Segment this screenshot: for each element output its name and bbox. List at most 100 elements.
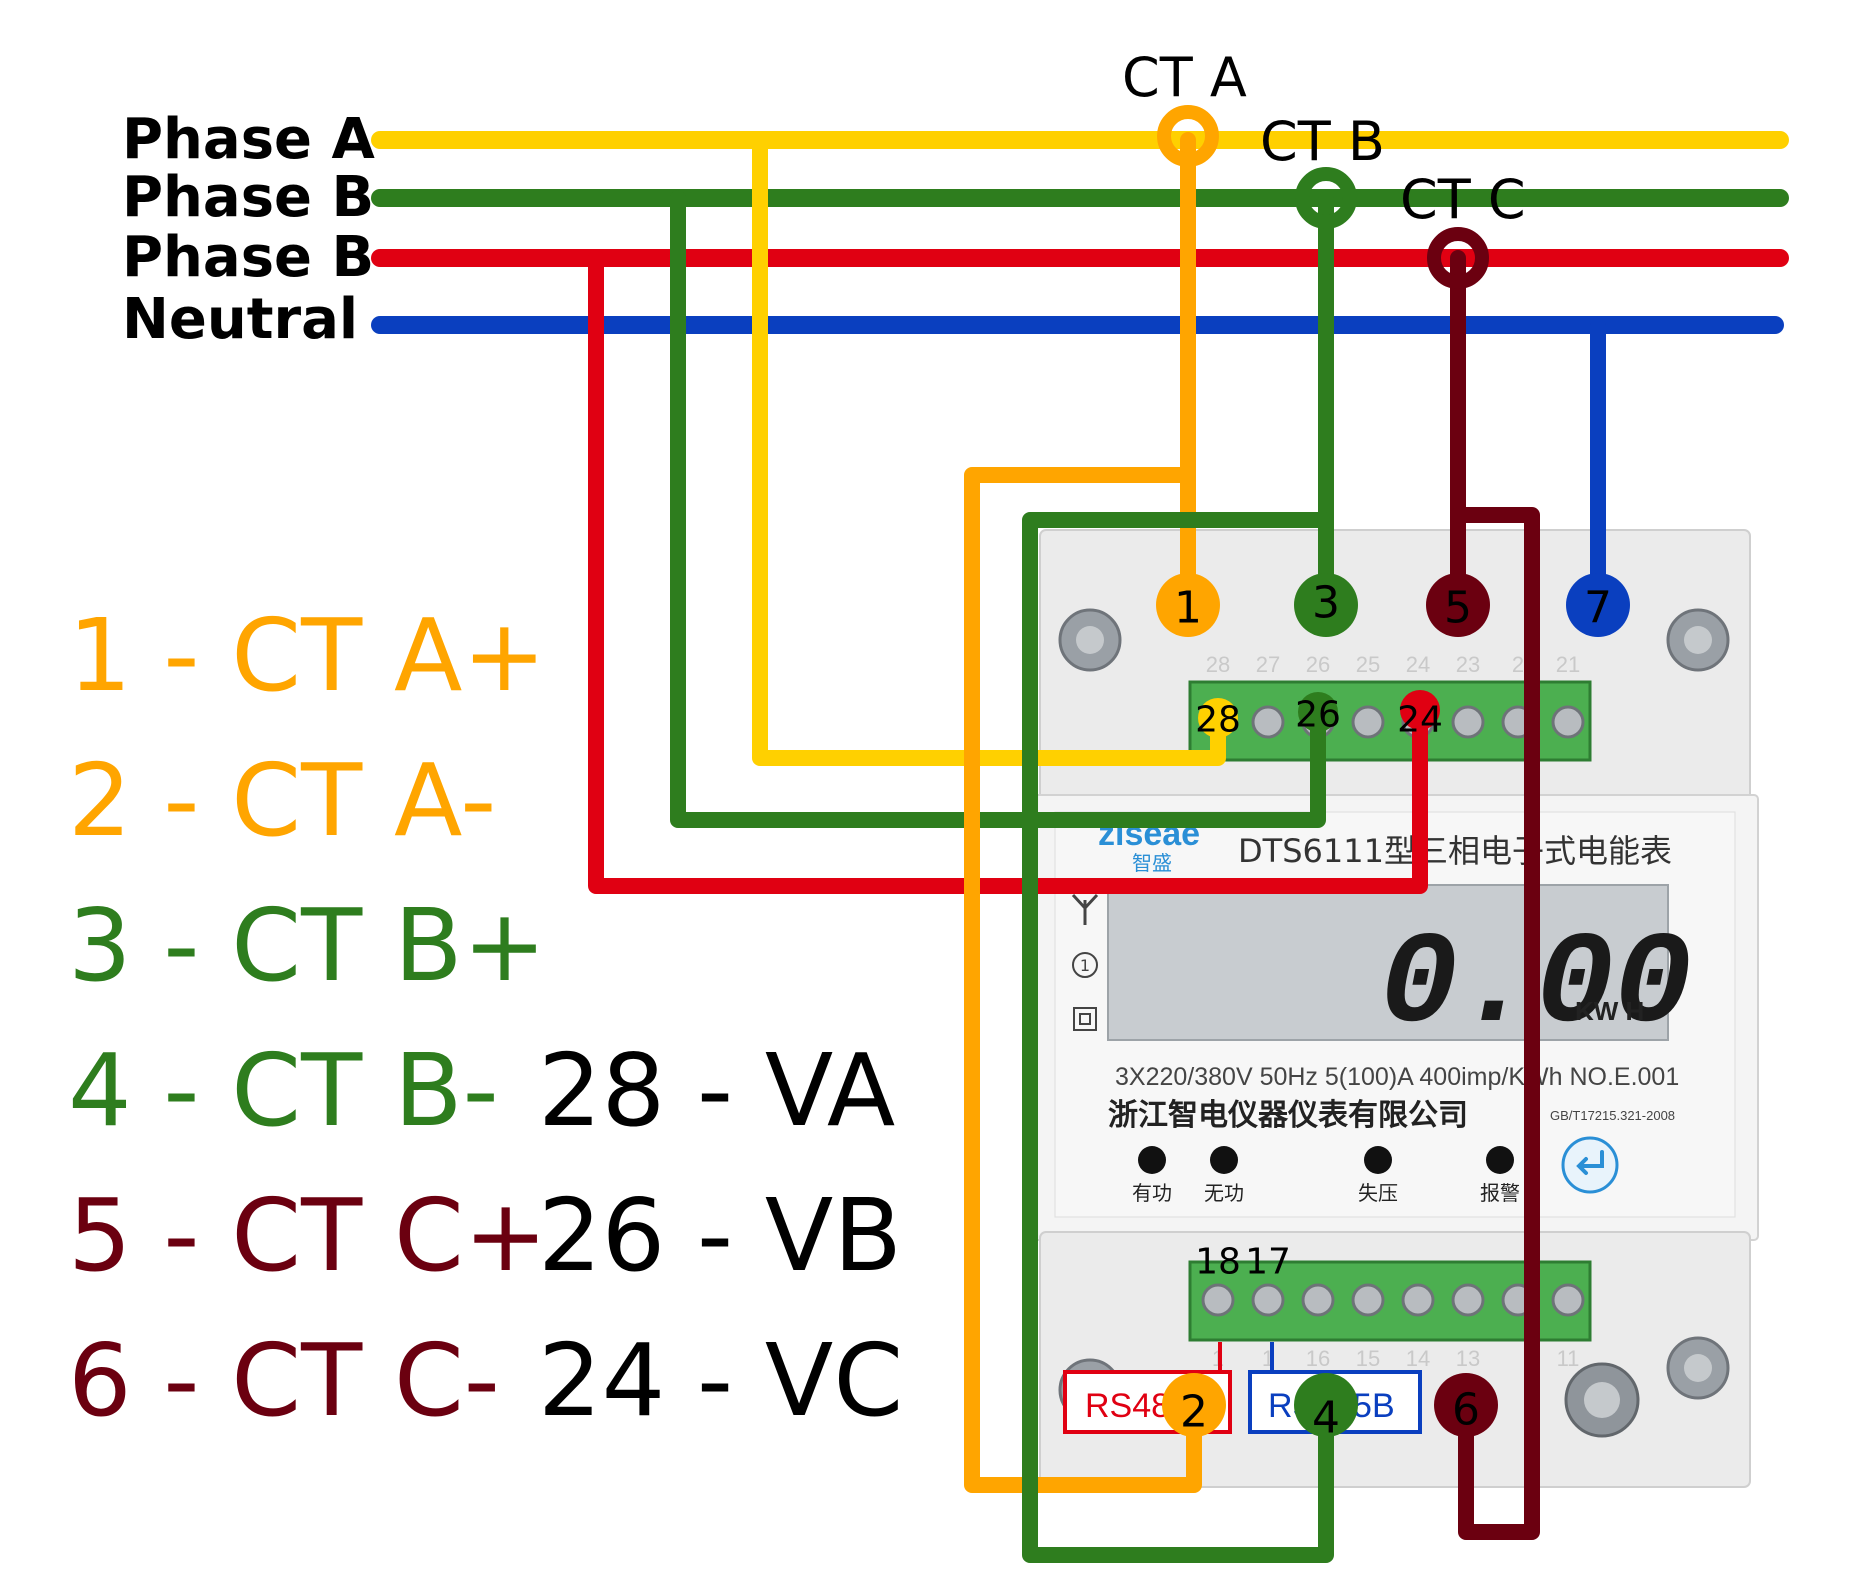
- terminal-4-number: 4: [1312, 1393, 1340, 1444]
- terminal-screw: [1451, 705, 1485, 739]
- strip-number: 18: [1195, 1242, 1241, 1283]
- phase-c-label: Phase B: [122, 225, 374, 290]
- terminal-2: [1162, 1373, 1226, 1437]
- terminals-bottom: 2 4 6: [1162, 1373, 1498, 1444]
- terminal-2-number: 2: [1180, 1387, 1208, 1438]
- terminal-5-number: 5: [1444, 583, 1472, 634]
- screw-top-right: [1666, 608, 1730, 672]
- ct-rings: [1157, 105, 1489, 289]
- strip-number: 28: [1195, 700, 1241, 741]
- neutral-label: Neutral: [122, 287, 358, 352]
- phase-b-label: Phase B: [122, 165, 374, 230]
- indicator-label: 无功: [1204, 1181, 1244, 1205]
- indicator-active: [1138, 1146, 1166, 1174]
- meter-model: DTS6111型三相电子式电能表: [1238, 832, 1672, 870]
- terminal-3-number: 3: [1312, 578, 1340, 629]
- terminal-screw: [1451, 1283, 1485, 1317]
- faint-strip-number: 21: [1556, 652, 1580, 677]
- strip-tag-26: [1298, 692, 1338, 732]
- legend-voltage-item: 24 - VC: [538, 1322, 903, 1439]
- strip-tag-28: [1198, 698, 1238, 738]
- ct-b-wire-loop: [1022, 512, 1334, 1563]
- ct-b-label: CT B: [1260, 110, 1385, 173]
- terminal-screw: [1351, 705, 1385, 739]
- terminal-1-number: 1: [1174, 583, 1202, 634]
- ct-a-wire-loop: [964, 467, 1202, 1493]
- legend-ct-item: 2 - CT A-: [68, 742, 496, 859]
- terminal-screw: [1351, 1283, 1385, 1317]
- strip-number: 24: [1397, 700, 1443, 741]
- indicator-label: 报警: [1480, 1181, 1520, 1205]
- phase-a-label: Phase A: [122, 107, 376, 172]
- lcd-unit: KW H: [1575, 996, 1644, 1026]
- screw-bottom-right: [1666, 1336, 1730, 1400]
- terminal-6-number: 6: [1452, 1385, 1480, 1436]
- faint-strip-number: 27: [1256, 652, 1280, 677]
- ct-labels: CT A CT B CT C: [1122, 46, 1526, 231]
- faint-strip-number: 14: [1406, 1346, 1430, 1371]
- voltage-wire-vc: [588, 250, 1428, 894]
- voltage-wire-vb: [670, 190, 1326, 828]
- ct-c-wire-loop: [1450, 507, 1540, 1540]
- svg-text:1: 1: [1080, 956, 1090, 975]
- terminal-screw: [1251, 1283, 1285, 1317]
- faint-strip-number: 16: [1306, 1346, 1330, 1371]
- indicator-label: 失压: [1358, 1181, 1398, 1205]
- legend: 1 - CT A+ 2 - CT A- 3 - CT B+ 4 - CT B- …: [68, 597, 903, 1439]
- faint-strip-number: 2: [1512, 652, 1524, 677]
- faint-strip-number: 11: [1557, 1346, 1580, 1371]
- legend-ct-item: 5 - CT C+: [68, 1177, 548, 1294]
- main-lines: [371, 131, 1789, 334]
- faint-strip-number: 23: [1456, 652, 1480, 677]
- terminal-1: [1156, 573, 1220, 637]
- terminal-3: [1294, 573, 1358, 637]
- lcd-display: [1107, 884, 1669, 1041]
- circle-one-icon: 1: [1072, 952, 1098, 978]
- screw-bottom-big: [1564, 1362, 1640, 1438]
- terminal-screw: [1251, 705, 1285, 739]
- legend-voltage-item: 26 - VB: [538, 1177, 902, 1294]
- meter-brand-cn: 智盛: [1132, 851, 1172, 875]
- faint-strip-number: 24: [1406, 652, 1430, 677]
- antenna-icon: [1071, 893, 1099, 925]
- faint-strip-number: 26: [1306, 652, 1330, 677]
- indicator-label: 有功: [1132, 1181, 1172, 1205]
- terminals-top: 1 3 5 7: [1156, 573, 1630, 637]
- faint-strip-number: 15: [1356, 1346, 1380, 1371]
- terminal-screw: [1201, 1283, 1235, 1317]
- meter-standard: GB/T17215.321-2008: [1550, 1108, 1675, 1123]
- terminal-5: [1426, 573, 1490, 637]
- strip-number: 17: [1245, 1242, 1291, 1283]
- strip-number: 26: [1295, 695, 1341, 736]
- terminal-screw: [1551, 705, 1585, 739]
- terminal-4: [1294, 1373, 1358, 1437]
- faint-strip-number: 13: [1456, 1346, 1480, 1371]
- terminal-7: [1566, 573, 1630, 637]
- strip-bottom-tags: 18 17: [1195, 1242, 1291, 1283]
- legend-voltage-item: 28 - VA: [538, 1032, 895, 1149]
- ct-a-ring: [1157, 105, 1219, 167]
- screw-top-left: [1058, 608, 1122, 672]
- legend-ct-item: 3 - CT B+: [68, 887, 546, 1004]
- terminal-screw: [1401, 1283, 1435, 1317]
- faint-strip-number: 28: [1206, 652, 1230, 677]
- phase-labels: Phase A Phase B Phase B Neutral: [122, 107, 376, 352]
- enter-button-icon: [1561, 1136, 1619, 1194]
- ct-b-ring: [1295, 167, 1357, 229]
- terminal-7-number: 7: [1584, 583, 1612, 634]
- square-icon: [1073, 1007, 1097, 1031]
- legend-ct-item: 6 - CT C-: [68, 1322, 500, 1439]
- ct-a-label: CT A: [1122, 46, 1247, 109]
- terminal-screw: [1301, 1283, 1335, 1317]
- terminal-6: [1434, 1373, 1498, 1437]
- indicator-reactive: [1210, 1146, 1238, 1174]
- strip-top-tags: 28 26 24: [1195, 690, 1443, 741]
- meter-company: 浙江智电仪器仪表有限公司: [1108, 1098, 1468, 1133]
- legend-ct-item: 4 - CT B-: [68, 1032, 499, 1149]
- indicator-alarm: [1486, 1146, 1514, 1174]
- strip-tag-24: [1400, 690, 1440, 730]
- ct-c-ring: [1427, 227, 1489, 289]
- faint-strip-number: 25: [1356, 652, 1380, 677]
